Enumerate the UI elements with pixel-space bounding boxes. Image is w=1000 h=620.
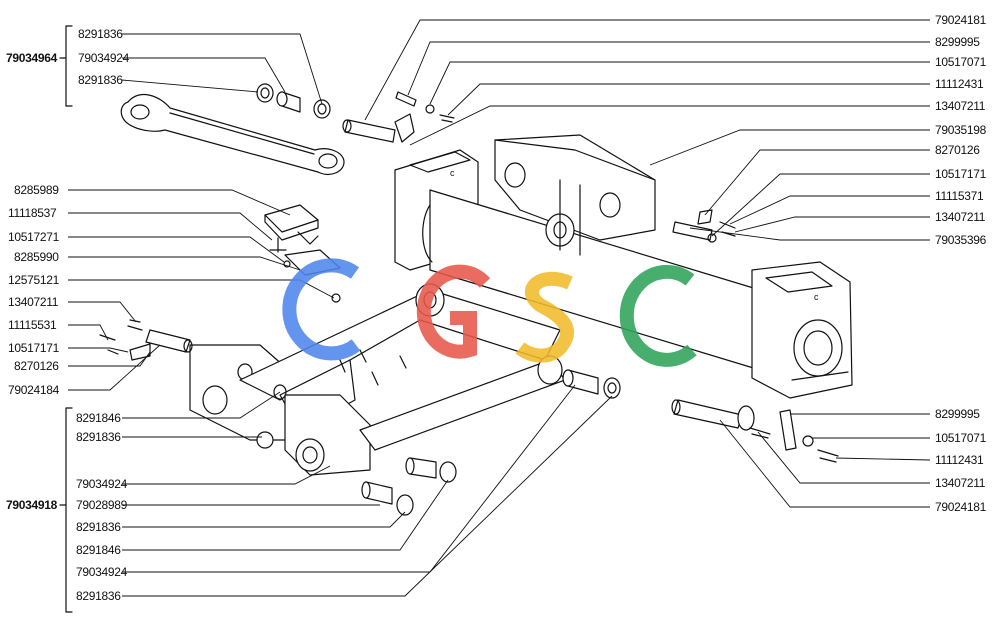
part-label: 8291846 xyxy=(76,411,121,425)
watermark-letter-s xyxy=(515,271,574,363)
part-label: 8291836 xyxy=(76,430,121,444)
part-label: 79035198 xyxy=(935,123,986,137)
swing-frame xyxy=(189,283,566,476)
watermark-letter-c1 xyxy=(282,258,361,361)
part-label: 13407211 xyxy=(935,476,986,490)
part-label: 11112431 xyxy=(935,453,984,467)
part-label: 79034924 xyxy=(76,477,127,491)
svg-text:c: c xyxy=(814,292,819,302)
part-label: 79028989 xyxy=(76,498,127,512)
part-label: 79034924 xyxy=(78,51,129,65)
part-label: 13407211 xyxy=(935,210,986,224)
part-label: 8291846 xyxy=(76,543,121,557)
watermark-letter-c2 xyxy=(619,264,697,367)
part-label: 79035396 xyxy=(935,233,986,247)
part-label: 10517271 xyxy=(8,230,59,244)
part-label: 79024181 xyxy=(935,13,986,27)
part-label: 8299995 xyxy=(935,35,980,49)
part-label: 10517071 xyxy=(935,431,986,445)
part-label: 8270126 xyxy=(14,359,59,373)
part-label: 8291836 xyxy=(78,73,123,87)
part-label: 11118537 xyxy=(8,206,57,220)
part-label: 13407211 xyxy=(8,295,59,309)
part-label: 10517071 xyxy=(935,55,986,69)
part-label: 11115371 xyxy=(935,189,984,203)
svg-text:c: c xyxy=(450,168,455,178)
part-label: 79024184 xyxy=(8,383,59,397)
part-label: 8285989 xyxy=(14,183,59,197)
part-label: 13407211 xyxy=(935,99,986,113)
right-pin-hardware xyxy=(671,209,839,463)
group-bracket-top xyxy=(59,25,73,107)
part-label: 8291836 xyxy=(76,520,121,534)
watermark-letter-g xyxy=(416,264,491,359)
watermark xyxy=(282,258,697,367)
upper-pin-hardware xyxy=(342,91,455,143)
assembly-label: 79034918 xyxy=(6,498,57,512)
center-bracket xyxy=(494,134,656,256)
part-label: 10517171 xyxy=(935,167,986,181)
axle-housing: c c xyxy=(394,149,853,399)
bushing-set-bottom xyxy=(361,369,621,516)
part-label: 10517171 xyxy=(8,341,59,355)
part-label: 11112431 xyxy=(935,77,984,91)
part-label: 79024181 xyxy=(935,500,986,514)
part-label: 8291836 xyxy=(76,589,121,603)
bushing-set-top xyxy=(256,83,331,119)
assembly-label: 79034964 xyxy=(6,51,57,65)
part-label: 8270126 xyxy=(935,143,980,157)
left-pin-hardware xyxy=(99,319,193,361)
tie-rod xyxy=(120,93,345,175)
part-label: 8299995 xyxy=(935,407,980,421)
part-label: 79034924 xyxy=(76,565,127,579)
group-bracket-bottom xyxy=(59,407,73,613)
part-label: 11115531 xyxy=(8,318,57,332)
part-label: 8285990 xyxy=(14,250,59,264)
part-label: 12575121 xyxy=(8,273,59,287)
part-label: 8291836 xyxy=(78,27,123,41)
